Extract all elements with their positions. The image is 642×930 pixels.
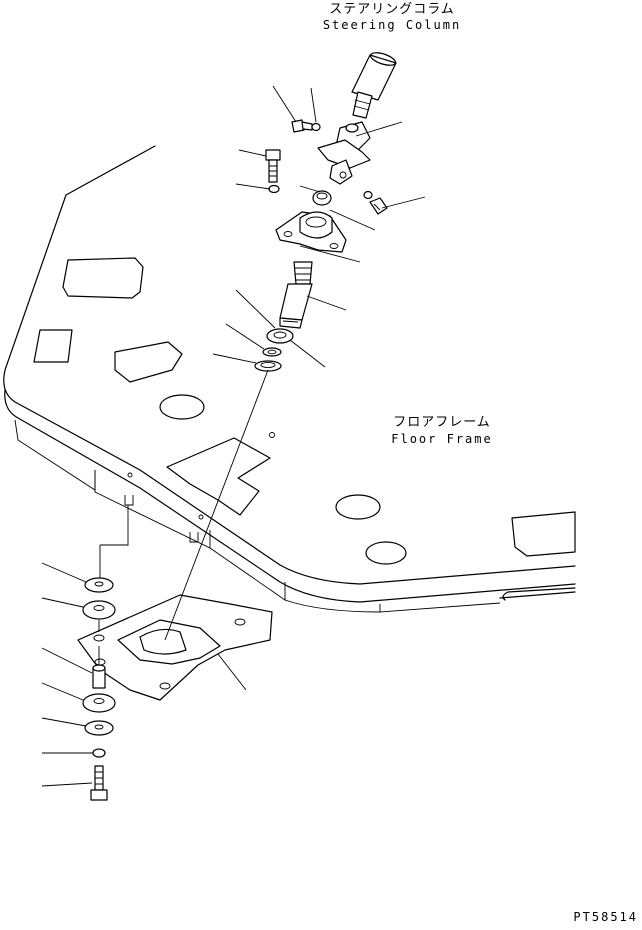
floor-frame-plate bbox=[3, 145, 576, 613]
floor-cutout-rect-4 bbox=[511, 511, 576, 557]
lower-bracket bbox=[77, 594, 273, 701]
lock-washer bbox=[92, 748, 106, 758]
collar-middle bbox=[312, 190, 332, 206]
rubber-mount-upper bbox=[82, 600, 116, 620]
washer-right bbox=[363, 190, 373, 200]
leader-lines bbox=[41, 85, 426, 787]
floor-steering-opening bbox=[166, 437, 271, 516]
splined-shaft bbox=[279, 261, 313, 329]
bottom-hardware-stack bbox=[82, 577, 116, 801]
washer-left bbox=[268, 184, 280, 194]
washer-upper-left bbox=[311, 122, 321, 132]
washer-stack-1 bbox=[84, 577, 114, 593]
floor-frame-label-jp: フロアフレーム bbox=[393, 415, 491, 430]
floor-hole-2 bbox=[335, 494, 381, 520]
hex-bolt-left bbox=[265, 149, 281, 183]
snap-ring bbox=[262, 347, 282, 357]
steering-column-label-en: Steering Column bbox=[323, 18, 461, 32]
drawing-code: PT58514 bbox=[573, 910, 638, 924]
steering-column-label-jp: ステアリングコラム bbox=[329, 2, 455, 17]
floor-cutout-rect-2 bbox=[33, 329, 73, 363]
floor-hole-3 bbox=[365, 541, 407, 565]
bearing-bracket bbox=[275, 211, 347, 253]
floor-hole-1 bbox=[159, 394, 205, 420]
floor-frame-label-en: Floor Frame bbox=[391, 432, 492, 446]
bolt-upper-left bbox=[291, 119, 313, 133]
seal-ring bbox=[266, 328, 294, 344]
universal-joint-assembly bbox=[317, 121, 371, 185]
washer-stack-2 bbox=[84, 720, 114, 736]
floor-cutout-rect-3 bbox=[114, 341, 183, 383]
bolt-right bbox=[369, 197, 388, 215]
steering-column-shaft bbox=[351, 52, 397, 119]
rubber-mount-lower bbox=[82, 693, 116, 713]
floor-cutout-rect-1 bbox=[62, 257, 144, 299]
